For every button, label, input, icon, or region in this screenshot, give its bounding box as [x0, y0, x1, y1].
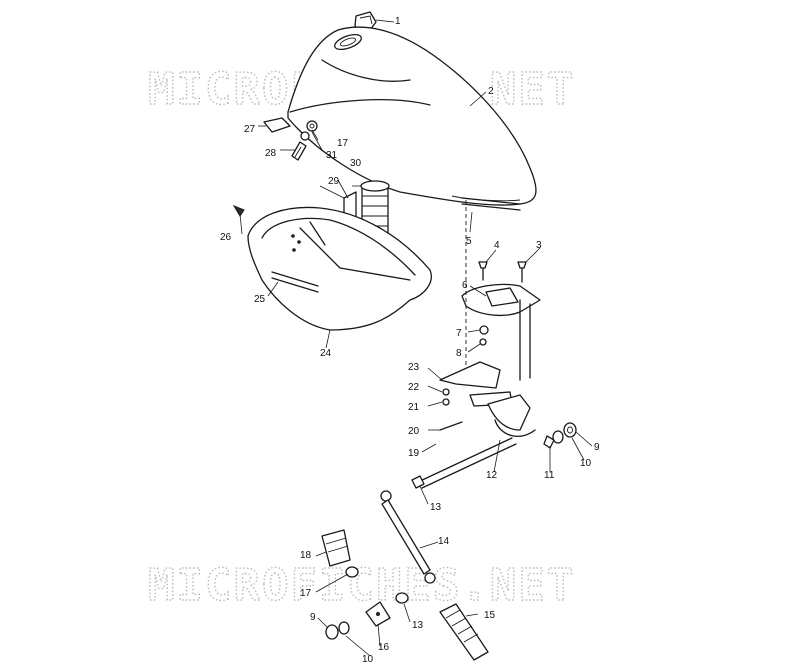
callout-16: 16 [378, 642, 390, 653]
callout-30: 30 [350, 158, 362, 169]
callout-2: 2 [488, 86, 494, 97]
part-9-nut-lower [325, 624, 339, 640]
part-25-strip [271, 271, 319, 293]
callout-9-lower: 9 [310, 612, 316, 623]
part-28-screw [291, 141, 307, 161]
callout-28: 28 [265, 148, 277, 159]
leader-lines [239, 19, 593, 657]
watermark-bottom: MICROFICHES.NET [148, 560, 575, 611]
callout-14: 14 [438, 536, 450, 547]
part-18-grip [321, 529, 351, 567]
part-8-nut [479, 338, 487, 346]
part-31-washer [306, 120, 318, 132]
part-14-gas-strut [380, 490, 436, 584]
part-23-hinge-arm [439, 361, 501, 389]
part-15-grip [439, 603, 489, 661]
callout-18: 18 [300, 550, 312, 561]
part-5-seal-strip [461, 197, 521, 211]
callout-20: 20 [408, 426, 420, 437]
callout-12: 12 [486, 470, 498, 481]
callout-10-upper: 10 [580, 458, 592, 469]
callout-8: 8 [456, 348, 462, 359]
part-4-screw [478, 261, 488, 281]
callout-19: 19 [408, 448, 420, 459]
callout-3: 3 [536, 240, 542, 251]
part-7-washer [479, 325, 489, 335]
callout-29: 29 [328, 176, 340, 187]
callout-1: 1 [395, 16, 401, 27]
part-13-ballstud-upper [411, 475, 425, 489]
callout-labels: 1 2 27 17 28 31 30 29 26 25 24 5 4 3 6 7… [220, 16, 600, 665]
part-2-hood [287, 26, 537, 206]
part-12-link-rod [417, 437, 517, 489]
callout-24: 24 [320, 348, 332, 359]
callout-5: 5 [466, 236, 472, 247]
part-6-latch-bracket [461, 283, 541, 381]
callout-13-upper: 13 [430, 502, 442, 513]
callout-21: 21 [408, 402, 420, 413]
callout-22: 22 [408, 382, 420, 393]
callout-4: 4 [494, 240, 500, 251]
callout-27: 27 [244, 124, 256, 135]
part-27-pad [263, 117, 291, 133]
part-10-washer-upper [552, 430, 564, 444]
callout-17-upper: 17 [337, 138, 349, 149]
part-13-ballstud-lower [395, 592, 409, 604]
part-17-washer-lower [345, 566, 359, 578]
callout-26: 26 [220, 232, 232, 243]
part-10-washer-lower [338, 621, 350, 635]
callout-25: 25 [254, 294, 266, 305]
part-26-clip [232, 204, 245, 217]
callout-23: 23 [408, 362, 420, 373]
part-hinge-lower [469, 391, 536, 437]
callout-10-lower: 10 [362, 654, 374, 665]
callout-31: 31 [326, 150, 338, 161]
callout-11: 11 [544, 470, 555, 481]
callout-15: 15 [484, 610, 496, 621]
callout-6: 6 [462, 280, 468, 291]
part-9-nut-upper [563, 422, 577, 438]
part-24-tray [247, 206, 432, 331]
part-20-pin [439, 421, 463, 431]
callout-17-lower: 17 [300, 588, 312, 599]
part-16-bracket [365, 601, 391, 627]
callout-9-upper: 9 [594, 442, 600, 453]
callout-7: 7 [456, 328, 462, 339]
part-17-washer-upper [300, 131, 310, 141]
part-3-screw [517, 261, 527, 283]
part-21-22-fasteners [442, 388, 450, 406]
callout-13-lower: 13 [412, 620, 424, 631]
